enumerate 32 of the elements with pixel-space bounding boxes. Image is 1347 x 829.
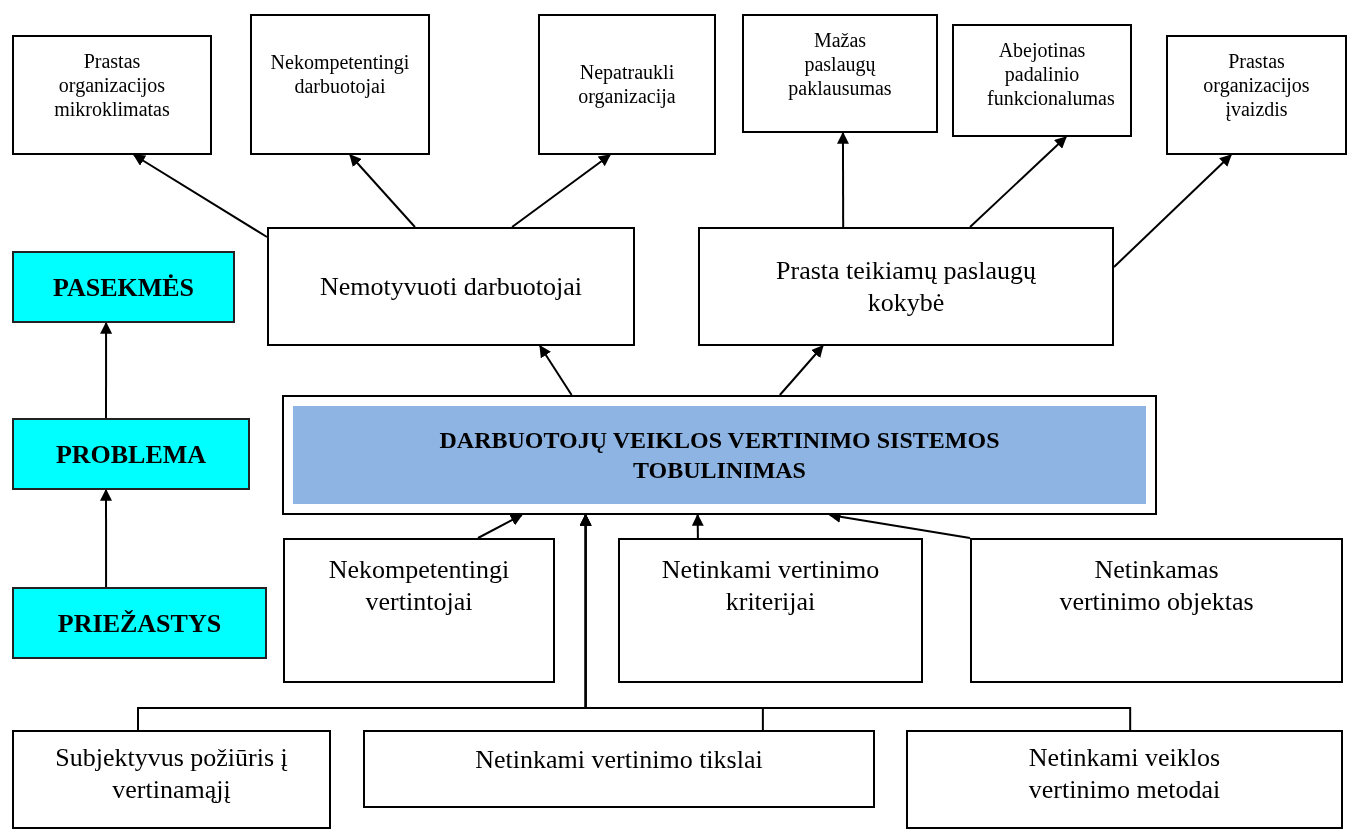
highlight-band: DARBUOTOJŲ VEIKLOS VERTINIMO SISTEMOS TOBULINIMAS	[293, 406, 1146, 504]
arrow	[691, 513, 704, 539]
arrow	[539, 345, 573, 396]
arrow	[349, 154, 416, 228]
cause-box: Netinkami vertinimo tikslai	[363, 730, 875, 808]
cause-box: Netinkamas vertinimo objektas	[970, 538, 1343, 683]
arrow	[511, 154, 611, 228]
arrow	[1113, 154, 1232, 268]
consequence-box: Abejotinas padalinio funkcionalumas	[952, 24, 1132, 137]
consequence-box: Prastas organizacijos įvaizdis	[1166, 35, 1347, 155]
arrow	[133, 154, 268, 238]
consequence-box: Nekompetentingi darbuotojai	[250, 14, 430, 155]
consequence-box: Prastas organizacijos mikroklimatas	[12, 35, 212, 155]
arrow	[778, 345, 824, 396]
effect-box: Nemotyvuoti darbuotojai	[267, 227, 635, 346]
effect-box: Prasta teikiamų paslaugų kokybė	[698, 227, 1114, 346]
arrow	[100, 321, 113, 419]
problem-box	[282, 395, 1157, 515]
cause-box: Nekompetentingi vertintojai	[283, 538, 555, 683]
arrow	[477, 514, 523, 539]
arrow	[579, 513, 1132, 731]
cause-box: Netinkami veiklos vertinimo metodai	[906, 730, 1343, 829]
arrow	[969, 136, 1067, 228]
cause-box: Netinkami vertinimo kriterijai	[618, 538, 923, 683]
consequence-box: Mažas paslaugų paklausumas	[742, 14, 938, 133]
cause-box: Subjektyvus požiūris į vertinamąjį	[12, 730, 331, 829]
arrow	[836, 131, 849, 228]
consequence-box: Nepatraukli organizacija	[538, 14, 716, 155]
level-label-box: PRIEŽASTYS	[12, 587, 267, 659]
level-label-box: PROBLEMA	[12, 418, 250, 490]
arrow	[100, 488, 112, 588]
level-label-box: PASEKMĖS	[12, 251, 235, 323]
